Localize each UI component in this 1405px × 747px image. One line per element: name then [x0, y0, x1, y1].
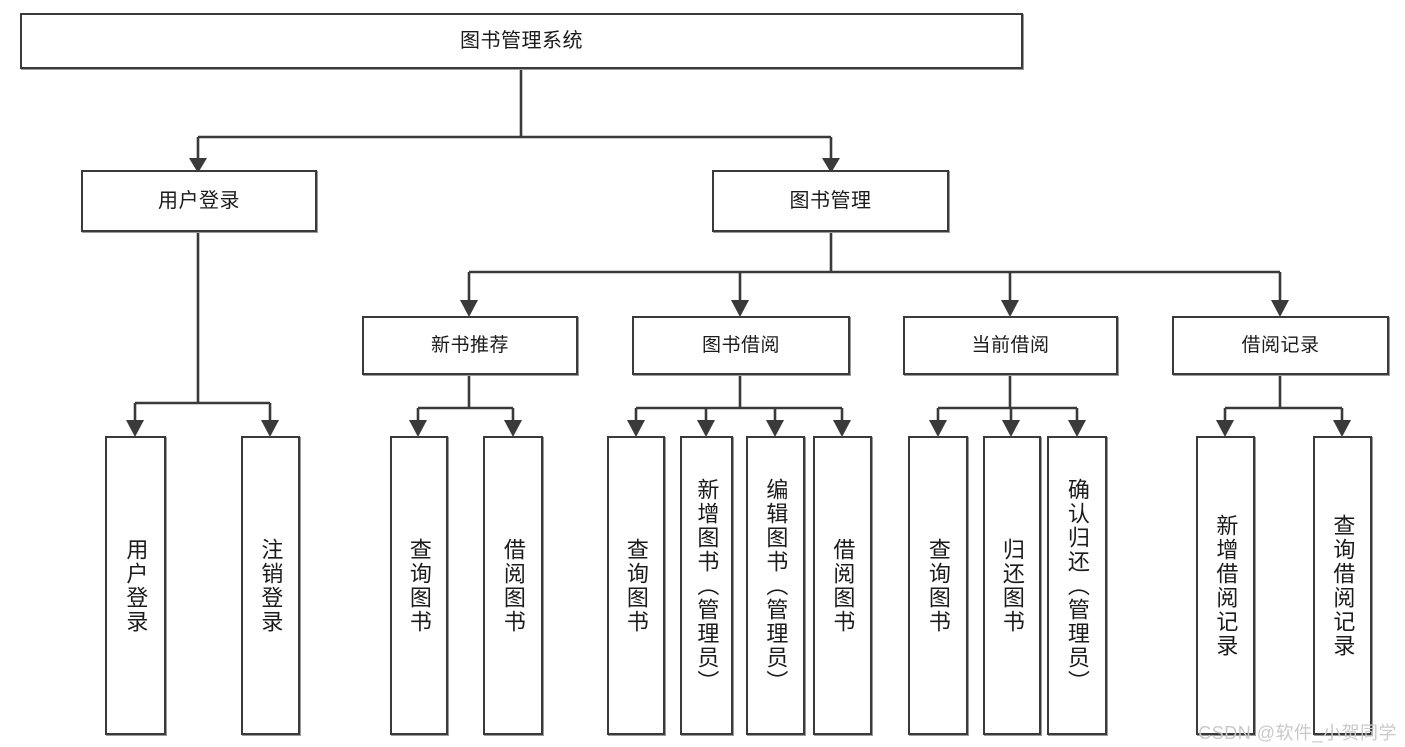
node-label: 用户登录	[123, 537, 149, 634]
node-label: 新书推荐	[430, 334, 509, 356]
node-leaf-return-book[interactable]: 归还图书	[983, 436, 1041, 735]
node-root-system[interactable]: 图书管理系统	[20, 13, 1023, 69]
node-leaf-borrow-book-2[interactable]: 借阅图书	[813, 436, 872, 735]
node-leaf-borrow-book-1[interactable]: 借阅图书	[483, 436, 543, 735]
watermark-text: CSDN @软件_小贺同学	[1198, 723, 1397, 743]
node-leaf-add-record[interactable]: 新增借阅记录	[1196, 436, 1255, 735]
node-leaf-user-login[interactable]: 用户登录	[105, 436, 166, 735]
node-label: 用户登录	[158, 189, 240, 212]
node-label: 查询图书	[406, 537, 432, 634]
node-leaf-query-book-2[interactable]: 查询图书	[607, 436, 665, 735]
node-label: 借阅记录	[1241, 334, 1320, 356]
node-label: 图书管理系统	[460, 29, 583, 52]
node-label: 查询图书	[925, 537, 951, 634]
node-label: 确认归还（管理员）	[1064, 477, 1090, 694]
node-leaf-user-logout[interactable]: 注销登录	[241, 436, 300, 735]
node-label: 查询借阅记录	[1330, 513, 1356, 658]
node-label: 查询图书	[623, 537, 649, 634]
node-label: 注销登录	[258, 537, 284, 634]
node-current-borrow[interactable]: 当前借阅	[903, 316, 1118, 375]
node-label: 当前借阅	[971, 334, 1050, 356]
node-label: 图书借阅	[701, 334, 780, 356]
node-label: 新增图书（管理员）	[694, 477, 720, 694]
node-label: 编辑图书（管理员）	[763, 477, 789, 694]
node-book-management[interactable]: 图书管理	[712, 170, 949, 232]
node-leaf-edit-book[interactable]: 编辑图书（管理员）	[746, 436, 805, 735]
node-leaf-query-record[interactable]: 查询借阅记录	[1313, 436, 1372, 735]
node-borrow-record[interactable]: 借阅记录	[1172, 316, 1389, 375]
node-label: 归还图书	[999, 537, 1025, 634]
node-label: 图书管理	[789, 189, 872, 212]
node-leaf-add-book[interactable]: 新增图书（管理员）	[680, 436, 733, 735]
node-leaf-query-book-3[interactable]: 查询图书	[908, 436, 968, 735]
node-label: 借阅图书	[500, 537, 526, 634]
node-label: 借阅图书	[830, 537, 856, 634]
node-new-book-recommend[interactable]: 新书推荐	[362, 316, 578, 375]
node-user-login[interactable]: 用户登录	[81, 170, 317, 232]
node-label: 新增借阅记录	[1213, 513, 1239, 658]
node-book-borrow[interactable]: 图书借阅	[632, 316, 850, 375]
node-leaf-query-book-1[interactable]: 查询图书	[390, 436, 448, 735]
node-leaf-confirm-return[interactable]: 确认归还（管理员）	[1047, 436, 1107, 735]
